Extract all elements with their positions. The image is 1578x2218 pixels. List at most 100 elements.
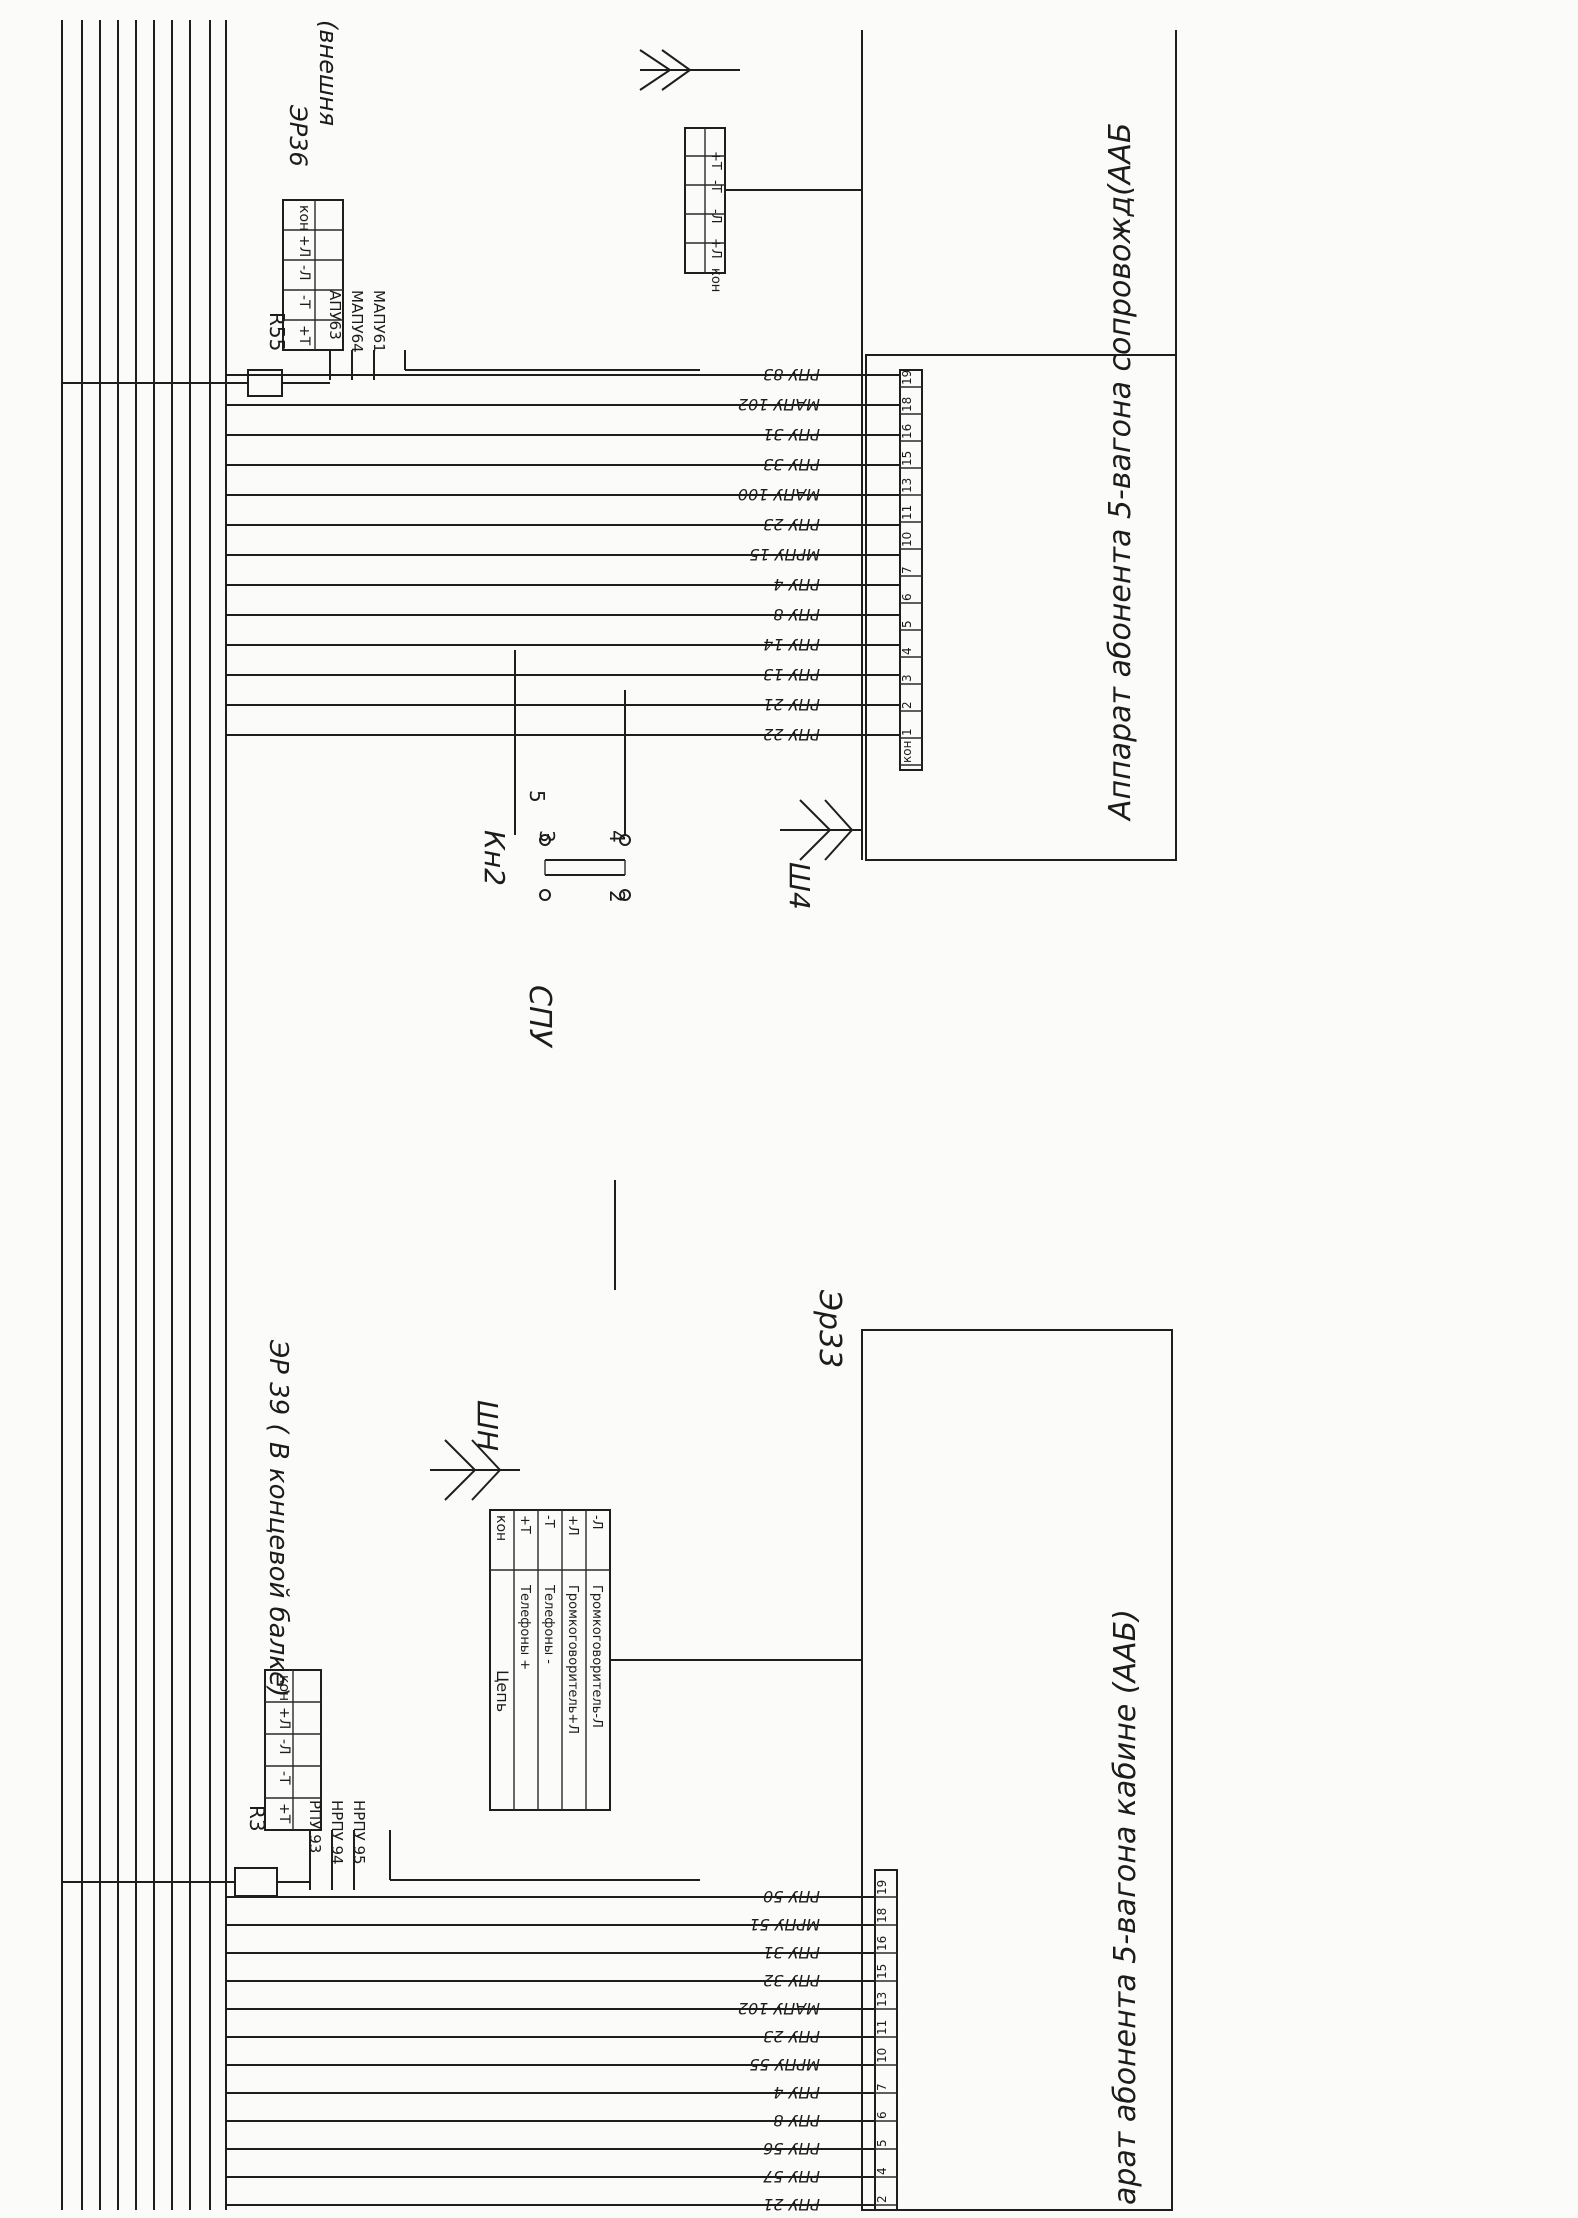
top-section: кон +Л -Л -Т +Т ЭР36 (внешня кон +Л -Л -… bbox=[62, 20, 1177, 1049]
circuit-row-name: Телефоны - bbox=[541, 1584, 556, 1664]
bottom-pin-label: 2 bbox=[875, 2195, 889, 2203]
top-small-cell: кон bbox=[708, 268, 723, 292]
ep33-label: Эр33 bbox=[812, 1289, 847, 1368]
circuit-row-name: Громкоговоритель-Л bbox=[589, 1585, 604, 1728]
top-pin-label: 11 bbox=[900, 505, 914, 520]
bottom-wire-label: РПУ 21 bbox=[763, 2195, 820, 2214]
top-wire-label: РПУ 21 bbox=[763, 695, 820, 714]
top-pin-label: 2 bbox=[900, 701, 914, 709]
top-apparatus-title: Аппарат абонента 5-вагона сопровожд(ААБ bbox=[1103, 122, 1138, 822]
bottom-wire-label: РПУ 4 bbox=[773, 2083, 820, 2102]
bottom-pin-label: 11 bbox=[875, 2020, 889, 2035]
top-pin-label: 3 bbox=[900, 674, 914, 682]
r55-label: R55 bbox=[265, 312, 289, 351]
bottom-pin-label: 19 bbox=[875, 1880, 889, 1895]
top-wire-label: РПУ 31 bbox=[763, 425, 820, 444]
top-small-cell: +Л bbox=[708, 238, 723, 259]
top-pin-label: 18 bbox=[900, 397, 914, 412]
bottom-wire-label: РПУ 8 bbox=[773, 2111, 820, 2130]
bottom-section: Эр33 ШН ЭР 39 ( В концевой балке) кон Це… bbox=[62, 1289, 1173, 2214]
sh4-label: Ш4 bbox=[783, 862, 816, 910]
bottom-pin-label: 18 bbox=[875, 1908, 889, 1923]
top-pin-label: 1 bbox=[900, 728, 914, 736]
bottom-pin-label: 13 bbox=[875, 1992, 889, 2007]
circuit-col-header: Цепь bbox=[493, 1670, 512, 1712]
ep36-cell: +Л bbox=[296, 235, 312, 257]
top-wire-label: РПУ 22 bbox=[763, 725, 820, 744]
kn2-pin: 4 bbox=[605, 830, 629, 843]
bottom-pin-label: 4 bbox=[875, 2167, 889, 2175]
circuit-row-code: -Л bbox=[589, 1515, 604, 1529]
top-pin-label: кон bbox=[900, 741, 914, 763]
bottom-wire-label: РПУ 23 bbox=[763, 2027, 820, 2046]
circuit-row-code: +Т bbox=[517, 1515, 532, 1534]
ep39-cell: кон bbox=[276, 1675, 292, 1701]
ep39-cell: -Л bbox=[276, 1739, 292, 1755]
circuit-row-name: Громкоговоритель+Л bbox=[565, 1585, 580, 1734]
ep36-subtitle: (внешня bbox=[314, 20, 342, 126]
kn2-pin: 2 bbox=[605, 890, 629, 903]
bottom-wire-label: РПУ 50 bbox=[763, 1887, 820, 1906]
bus-lines bbox=[61, 20, 227, 2210]
kn2-switch: Кн2 3 5 2 4 bbox=[478, 650, 631, 903]
ep36-cell: -Л bbox=[296, 265, 312, 281]
kn2-label: Кн2 bbox=[478, 830, 511, 886]
top-pin-label: 4 bbox=[900, 647, 914, 655]
bottom-apparatus-box bbox=[861, 1329, 1173, 2211]
bottom-pin-label: 7 bbox=[875, 2083, 889, 2091]
spu-label: СПУ bbox=[522, 985, 557, 1049]
ep36-cell: кон bbox=[296, 205, 312, 231]
bottom-pin-label: 10 bbox=[875, 2048, 889, 2063]
top-wire-label: РПУ 14 bbox=[763, 635, 820, 654]
top-pin-label: 16 bbox=[900, 424, 914, 439]
top-wire-label: РПУ 13 bbox=[763, 665, 820, 684]
top-pin-label: 19 bbox=[900, 370, 914, 385]
top-small-cell: +Т bbox=[708, 151, 723, 170]
ep39-wire: НРПУ 95 bbox=[350, 1800, 368, 1865]
ep39-label: ЭР 39 ( В концевой балке) bbox=[263, 1339, 293, 1697]
ep36-table: кон +Л -Л -Т +Т bbox=[282, 199, 344, 351]
top-small-table: кон +Л -Л -Т +Т bbox=[684, 127, 862, 292]
top-wire-label: РПУ 33 bbox=[763, 455, 820, 474]
bottom-pin-label: 6 bbox=[875, 2111, 889, 2119]
bottom-wire-label: РПУ 32 bbox=[763, 1971, 820, 1990]
top-wire-label: МРПУ 15 bbox=[749, 545, 820, 564]
top-wire-label: РПУ 83 bbox=[763, 365, 820, 384]
bottom-pin-label: 15 bbox=[875, 1964, 889, 1979]
top-connector-symbol bbox=[639, 49, 740, 91]
bottom-pin-label: 5 bbox=[875, 2139, 889, 2147]
circuit-row-name: Телефоны + bbox=[517, 1584, 532, 1670]
sh-connector: ШН bbox=[430, 1400, 520, 1501]
ep36-label: ЭР36 bbox=[284, 104, 312, 167]
bottom-apparatus-title: арат абонента 5-вагона кабине (ААБ) bbox=[1108, 1609, 1143, 2205]
ep36-wire: АПУ63 bbox=[326, 290, 344, 340]
top-pin-label: 5 bbox=[900, 620, 914, 628]
top-wire-label: МАПУ 102 bbox=[738, 395, 820, 414]
top-wire-label: РПУ 4 bbox=[773, 575, 820, 594]
r3-label: R3 bbox=[245, 1805, 269, 1832]
top-pin-label: 15 bbox=[900, 451, 914, 466]
top-wire-label: РПУ 23 bbox=[763, 515, 820, 534]
ep39-table: кон +Л -Л -Т +Т bbox=[264, 1669, 322, 1831]
sh-label: ШН bbox=[471, 1400, 504, 1451]
top-pin-label: 6 bbox=[900, 593, 914, 601]
top-small-cell: -Л bbox=[708, 209, 723, 223]
ep36-wire: МАПУ64 bbox=[348, 290, 366, 353]
bottom-pin-label: 16 bbox=[875, 1936, 889, 1951]
top-wire-label: МАПУ 100 bbox=[738, 485, 820, 504]
top-small-cell: -Т bbox=[708, 180, 723, 193]
ep39-cell: +Л bbox=[276, 1707, 292, 1729]
top-apparatus-box bbox=[865, 354, 1177, 861]
ep39-wire: НРПУ 94 bbox=[328, 1800, 346, 1865]
ep36-cell: -Т bbox=[296, 295, 312, 309]
ep39-wire: РПУ 93 bbox=[306, 1800, 324, 1853]
bottom-wire-label: МРПУ 51 bbox=[749, 1915, 820, 1934]
bottom-wire-label: МАПУ 102 bbox=[738, 1999, 820, 2018]
r3-resistor: R3 bbox=[62, 1805, 310, 1897]
circuit-row-code: +Л bbox=[565, 1515, 580, 1536]
